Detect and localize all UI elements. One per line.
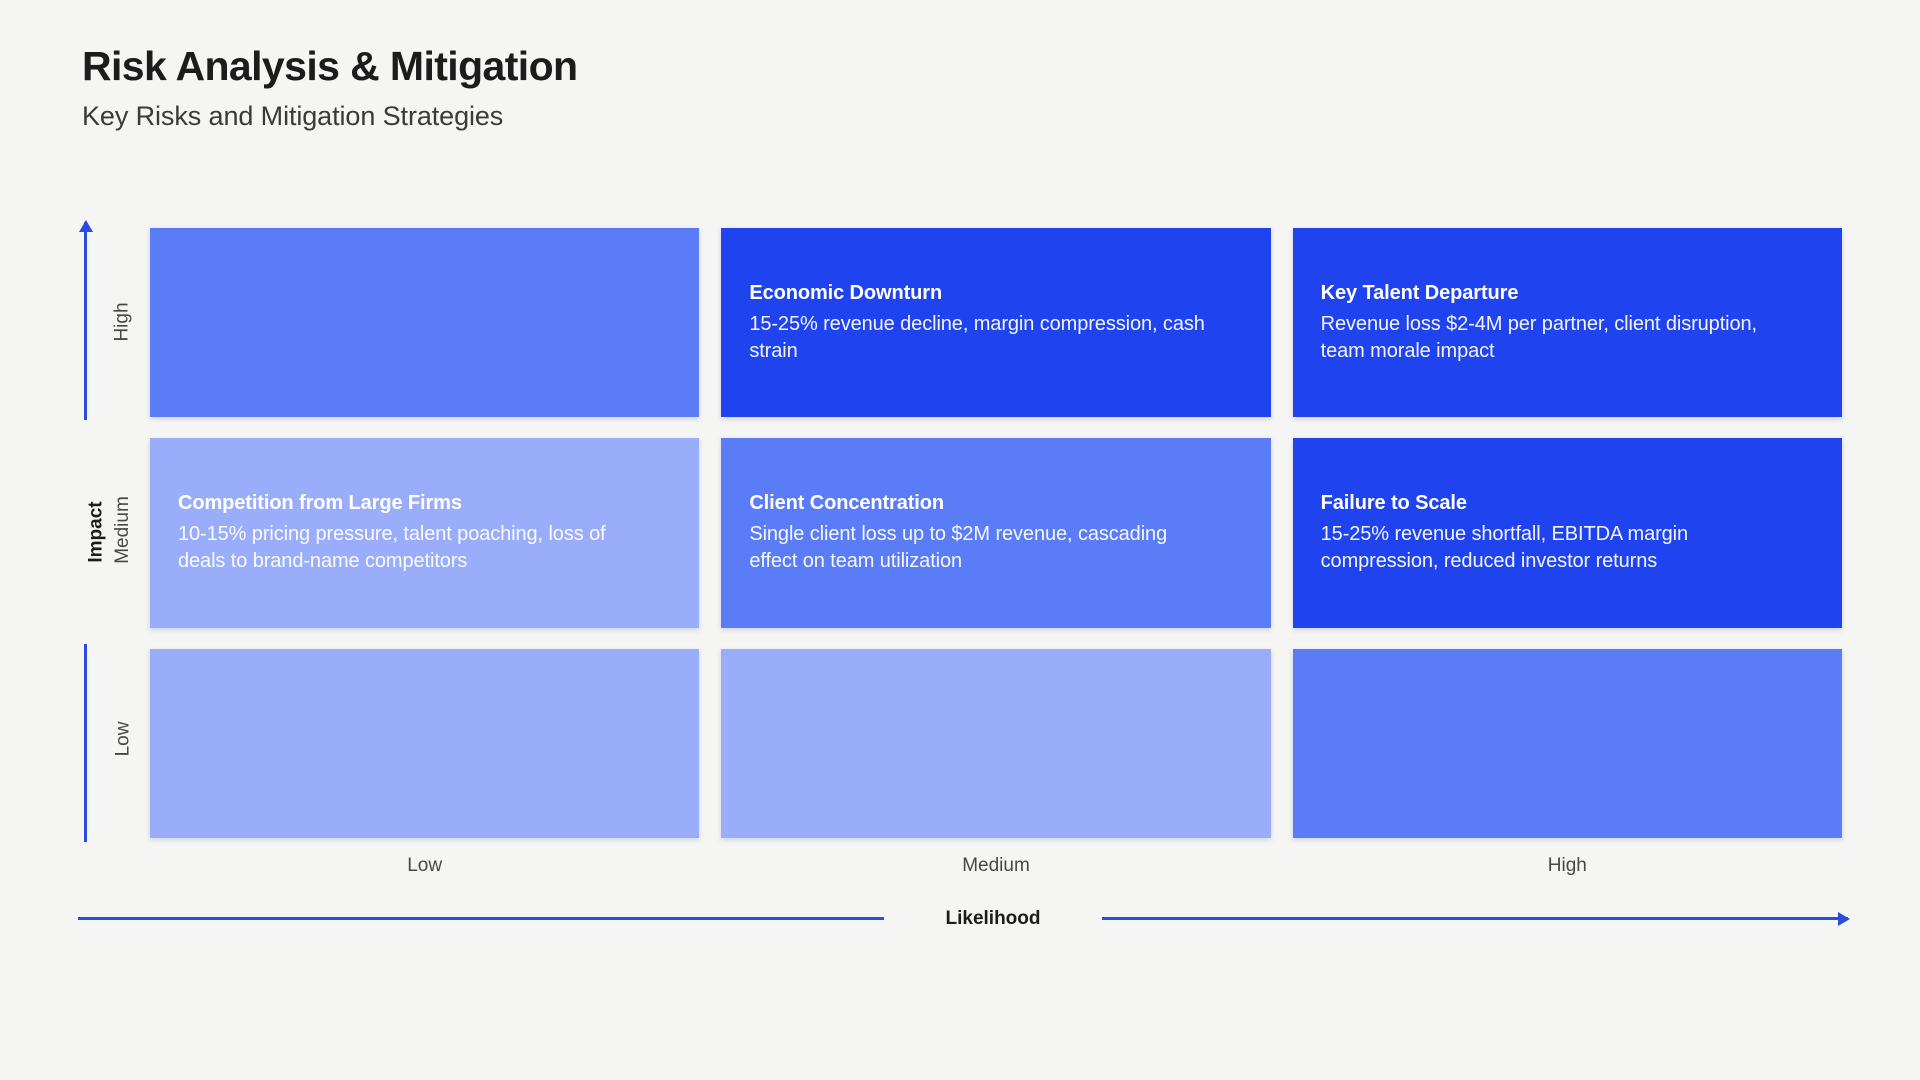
risk-cell-description: Single client loss up to $2M revenue, ca… — [749, 523, 1168, 572]
impact-axis-title: Impact — [85, 501, 107, 563]
likelihood-tick-low: Low — [407, 855, 443, 876]
risk-cell-description: Revenue loss $2-4M per partner, client d… — [1320, 313, 1758, 362]
likelihood-axis-arrow-right — [1102, 911, 1850, 926]
likelihood-tick-labels: Low Medium High — [150, 855, 1842, 877]
risk-cell-title: Economic Downturn — [749, 282, 943, 305]
risk-cell-description: 15-25% revenue shortfall, EBITDA margin … — [1320, 523, 1689, 572]
risk-cell-description: 15-25% revenue decline, margin compressi… — [749, 313, 1205, 362]
impact-tick-high-label: High — [112, 302, 134, 342]
likelihood-axis: Likelihood — [78, 905, 1850, 935]
impact-tick-high: High — [108, 222, 138, 422]
impact-axis-arrow-upper — [78, 220, 93, 420]
risk-cell[interactable]: Failure to Scale 15-25% revenue shortfall… — [1292, 438, 1842, 628]
page-header: Risk Analysis & Mitigation Key Risks and… — [82, 42, 578, 132]
page-subtitle: Key Risks and Mitigation Strategies — [82, 101, 504, 132]
impact-tick-medium-label: Medium — [112, 496, 134, 564]
risk-cell[interactable]: Competition from Large Firms 10-15% prici… — [150, 438, 700, 628]
impact-axis-line-lower — [84, 644, 87, 842]
likelihood-axis-line-left — [78, 917, 884, 920]
impact-axis: Impact High Medium Low — [78, 220, 144, 842]
page-title: Risk Analysis & Mitigation — [82, 43, 578, 89]
likelihood-axis-title: Likelihood — [945, 908, 1041, 929]
risk-matrix-grid: Economic Downturn 15-25% revenue decline,… — [150, 228, 1842, 838]
risk-cell[interactable] — [721, 648, 1271, 838]
risk-cell-title: Failure to Scale — [1320, 492, 1467, 515]
risk-cell[interactable]: Economic Downturn 15-25% revenue decline,… — [721, 228, 1271, 418]
risk-cell-title: Client Concentration — [749, 492, 944, 515]
impact-tick-medium: Medium — [108, 429, 138, 631]
impact-tick-low-label: Low — [112, 721, 134, 757]
impact-tick-low: Low — [108, 636, 138, 842]
risk-cell-description: 10-15% pricing pressure, talent poaching… — [178, 523, 606, 572]
likelihood-tick-medium: Medium — [962, 855, 1030, 876]
risk-cell[interactable] — [1292, 648, 1842, 838]
risk-cell[interactable] — [150, 648, 700, 838]
risk-cell-title: Key Talent Departure — [1320, 282, 1519, 305]
likelihood-tick-high: High — [1547, 855, 1587, 876]
risk-cell[interactable] — [150, 228, 700, 418]
risk-cell-title: Competition from Large Firms — [178, 492, 462, 515]
